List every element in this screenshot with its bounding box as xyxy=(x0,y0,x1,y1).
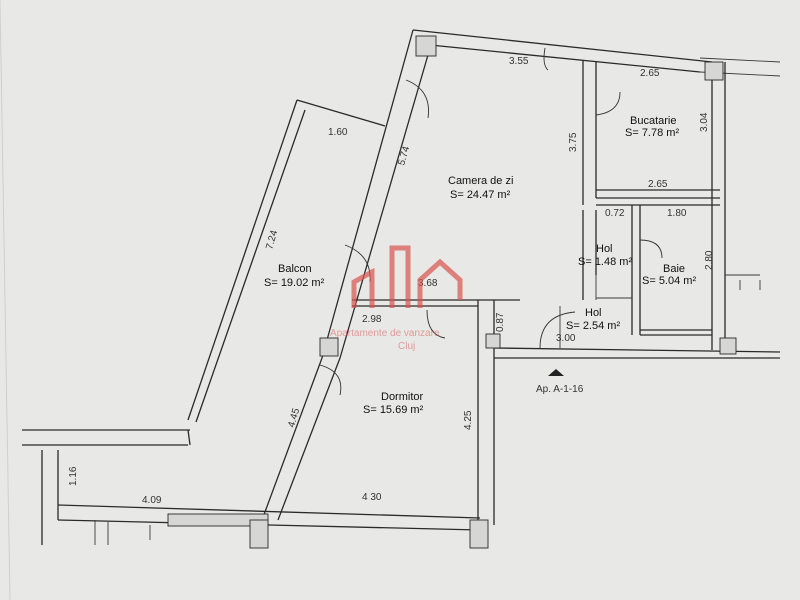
dim-375: 3.75 xyxy=(568,132,579,152)
room-hol1-name: Hol xyxy=(596,243,613,255)
triangle-marker-icon xyxy=(548,369,564,376)
apartment-label: Ap. A-1-16 xyxy=(536,384,584,395)
dim-355: 3.55 xyxy=(509,56,529,67)
room-dormitor-area: S= 15.69 m² xyxy=(363,404,424,416)
dim-280: 2.80 xyxy=(704,250,715,270)
dim-724: 7.24 xyxy=(264,229,280,251)
room-bucatarie-name: Bucatarie xyxy=(630,115,676,127)
dim-298: 2.98 xyxy=(362,314,382,325)
dim-160: 1.60 xyxy=(328,127,348,138)
dim-445: 4.45 xyxy=(286,407,302,429)
room-balcon-name: Balcon xyxy=(278,263,312,275)
room-hol2-area: S= 2.54 m² xyxy=(566,320,620,332)
room-bucatarie-area: S= 7.78 m² xyxy=(625,127,679,139)
room-camera-name: Camera de zi xyxy=(448,175,513,187)
room-hol2-name: Hol xyxy=(585,307,602,319)
dimensions: 3.55 2.65 3.04 3.75 2.65 0.72 1.80 2.80 … xyxy=(68,56,715,506)
dim-072: 0.72 xyxy=(605,208,625,219)
dim-087: 0.87 xyxy=(495,312,506,332)
dim-300: 3.00 xyxy=(556,333,576,344)
watermark-line2: Cluj xyxy=(398,341,415,352)
dim-116: 1.16 xyxy=(68,466,79,486)
apartment-marker: Ap. A-1-16 xyxy=(536,369,584,395)
walls xyxy=(22,29,781,549)
dim-430: 4 30 xyxy=(362,492,382,503)
room-labels: Camera de zi S= 24.47 m² Bucatarie S= 7.… xyxy=(264,115,696,416)
dim-368: 3.68 xyxy=(418,278,438,289)
watermark-line1: Apartamente de vanzare xyxy=(330,328,440,339)
room-dormitor-name: Dormitor xyxy=(381,391,424,403)
dim-265-mid: 2.65 xyxy=(648,179,668,190)
doors xyxy=(319,47,663,396)
watermark-logo: Apartamente de vanzare Cluj xyxy=(330,245,463,352)
room-hol1-area: S= 1.48 m² xyxy=(578,256,632,268)
room-balcon-area: S= 19.02 m² xyxy=(264,277,325,289)
dim-574: 5.74 xyxy=(396,145,412,167)
dim-425: 4.25 xyxy=(463,410,474,430)
dim-409: 4.09 xyxy=(142,495,162,506)
dim-180: 1.80 xyxy=(667,208,687,219)
room-baie-name: Baie xyxy=(663,263,685,275)
room-camera-area: S= 24.47 m² xyxy=(450,189,511,201)
dim-304: 3.04 xyxy=(699,112,710,132)
room-baie-area: S= 5.04 m² xyxy=(642,275,696,287)
dim-265-top: 2.65 xyxy=(640,68,660,79)
